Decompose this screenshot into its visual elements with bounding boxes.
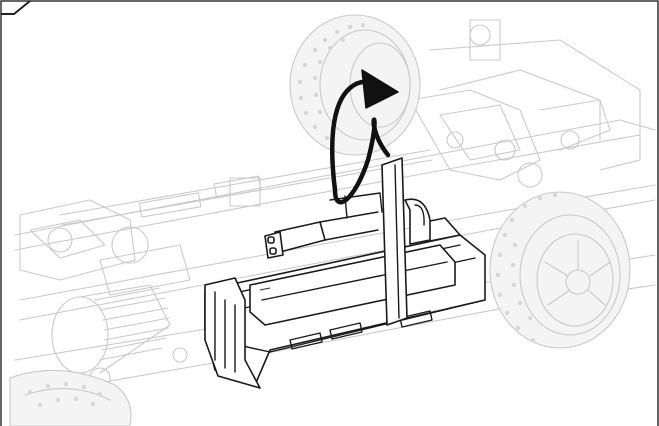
wheel-rear-left-ghost [9, 369, 132, 426]
battery-tray [204, 198, 486, 389]
battery-strap [381, 157, 408, 326]
rotation-arrow-icon [330, 69, 399, 205]
battery-connector [264, 192, 383, 259]
wheel-front-right-ghost [489, 191, 631, 349]
chassis-ghost [14, 19, 656, 396]
